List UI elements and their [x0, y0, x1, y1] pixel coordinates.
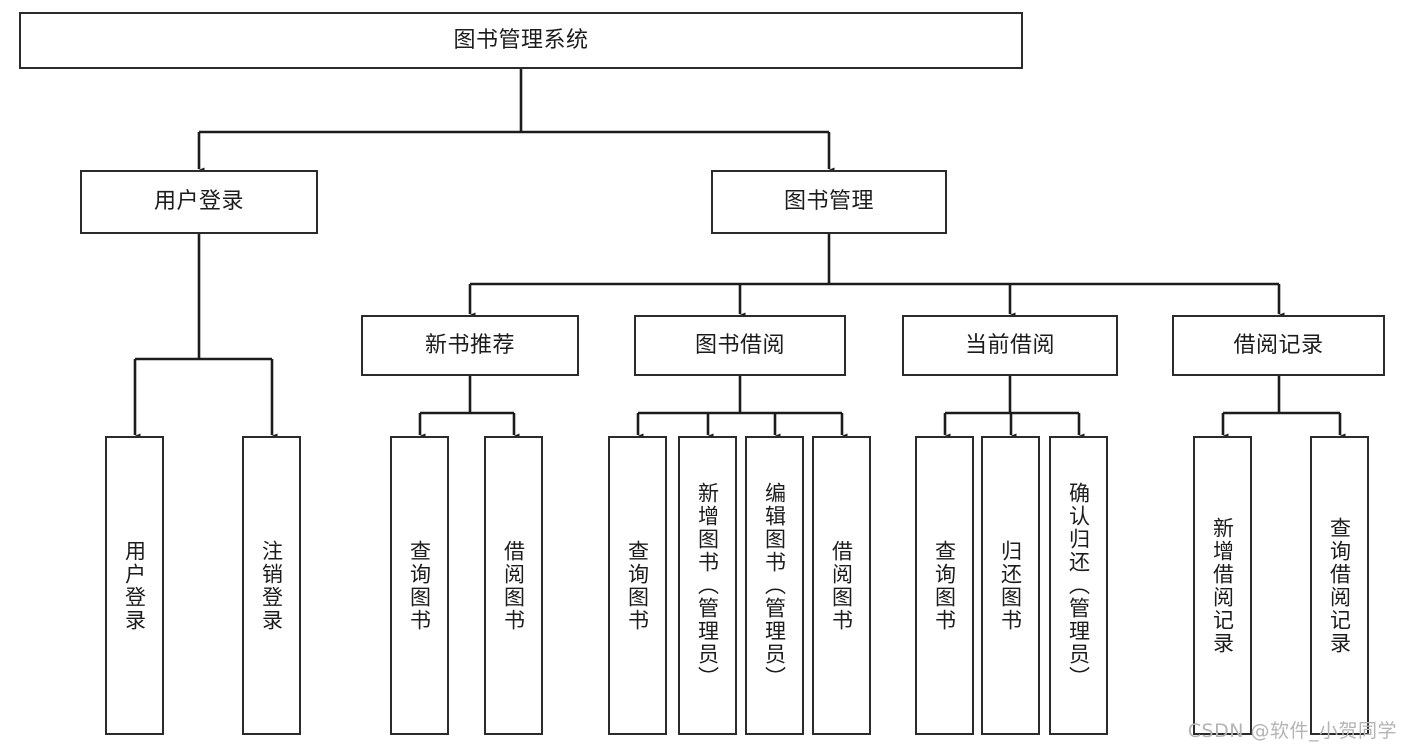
node-leaf-add-record[interactable]: 新增借阅记录 — [1193, 436, 1252, 735]
node-leaf-query-record[interactable]: 查询借阅记录 — [1310, 436, 1369, 735]
node-label-new-book-recommend: 新书推荐 — [424, 332, 515, 358]
node-label-leaf-edit-book: 编辑图书（管理员） — [762, 482, 787, 689]
node-label-leaf-add-record: 新增借阅记录 — [1210, 516, 1235, 655]
node-leaf-edit-book[interactable]: 编辑图书（管理员） — [745, 436, 804, 735]
node-label-leaf-confirm-return: 确认归还（管理员） — [1066, 482, 1091, 689]
node-book-borrow[interactable]: 图书借阅 — [634, 315, 846, 376]
node-leaf-borrow-book-1[interactable]: 借阅图书 — [484, 436, 543, 735]
node-label-leaf-borrow-book-1: 借阅图书 — [501, 539, 526, 632]
node-label-book-borrow: 图书借阅 — [694, 332, 785, 358]
node-label-leaf-return-book: 归还图书 — [998, 539, 1023, 632]
node-leaf-user-login[interactable]: 用户登录 — [105, 436, 164, 735]
node-leaf-query-book-3[interactable]: 查询图书 — [915, 436, 974, 735]
node-label-leaf-query-book-3: 查询图书 — [932, 539, 957, 632]
node-leaf-borrow-book-2[interactable]: 借阅图书 — [812, 436, 871, 735]
node-label-leaf-query-record: 查询借阅记录 — [1327, 516, 1352, 655]
node-leaf-query-book-2[interactable]: 查询图书 — [608, 436, 667, 735]
node-label-leaf-query-book-1: 查询图书 — [407, 539, 432, 632]
node-label-leaf-add-book: 新增图书（管理员） — [695, 482, 720, 689]
node-book-management[interactable]: 图书管理 — [711, 170, 947, 234]
node-label-root: 图书管理系统 — [453, 27, 589, 53]
node-label-leaf-borrow-book-2: 借阅图书 — [829, 539, 854, 632]
node-leaf-add-book[interactable]: 新增图书（管理员） — [678, 436, 737, 735]
node-label-leaf-query-book-2: 查询图书 — [625, 539, 650, 632]
node-label-book-management: 图书管理 — [783, 189, 874, 215]
node-borrow-record[interactable]: 借阅记录 — [1172, 315, 1385, 376]
node-root[interactable]: 图书管理系统 — [19, 12, 1023, 69]
node-label-leaf-user-login: 用户登录 — [122, 539, 147, 632]
node-current-borrow[interactable]: 当前借阅 — [902, 315, 1118, 376]
node-leaf-return-book[interactable]: 归还图书 — [981, 436, 1040, 735]
node-leaf-query-book-1[interactable]: 查询图书 — [390, 436, 449, 735]
node-leaf-confirm-return[interactable]: 确认归还（管理员） — [1049, 436, 1108, 735]
node-label-current-borrow: 当前借阅 — [964, 332, 1055, 358]
node-new-book-recommend[interactable]: 新书推荐 — [361, 315, 579, 376]
node-label-user-login: 用户登录 — [153, 189, 244, 215]
node-user-login[interactable]: 用户登录 — [80, 170, 318, 234]
watermark-text: CSDN @软件_小贺同学 — [1187, 720, 1397, 742]
node-label-borrow-record: 借阅记录 — [1233, 332, 1324, 358]
node-leaf-logout[interactable]: 注销登录 — [242, 436, 301, 735]
node-label-leaf-logout: 注销登录 — [259, 539, 284, 632]
